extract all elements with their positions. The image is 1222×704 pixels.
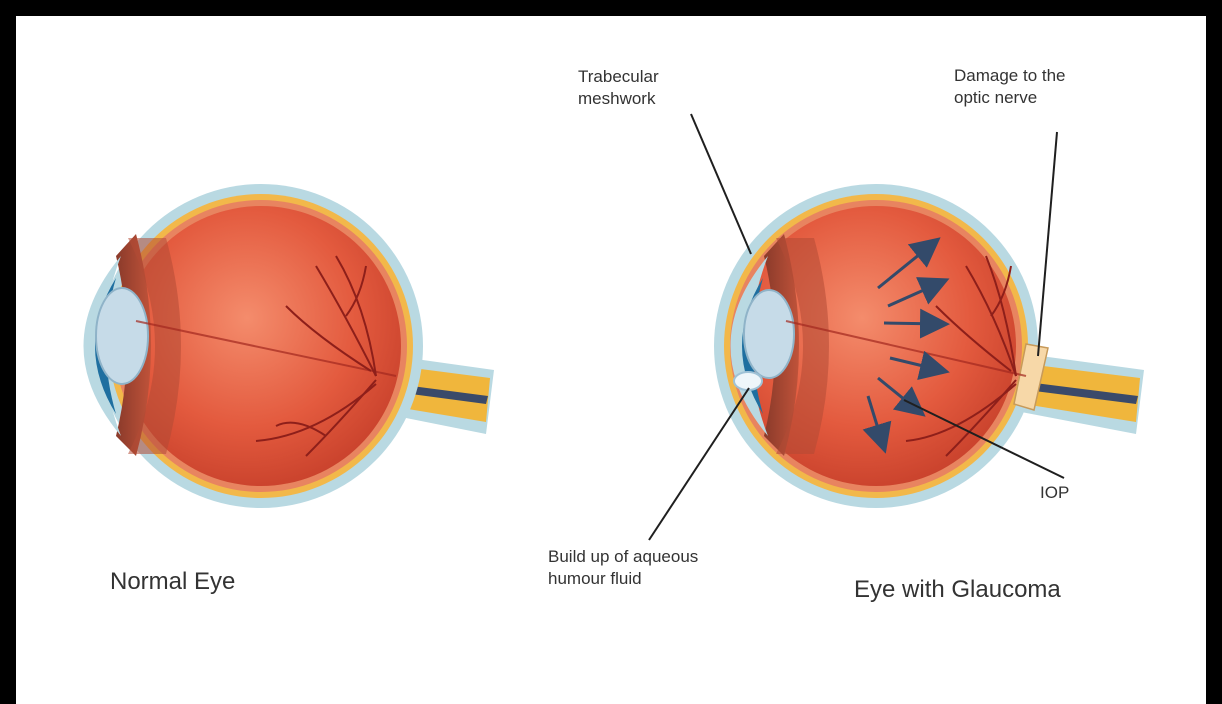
diagram-panel: Trabecular meshwork Damage to the optic … [16, 16, 1206, 704]
optic-damage-pointer [1038, 132, 1057, 356]
aqueous-label-line1: Build up of aqueous [548, 546, 698, 568]
aqueous-pointer [649, 388, 749, 540]
glaucoma-eye-caption: Eye with Glaucoma [854, 576, 1061, 604]
normal-eye-caption: Normal Eye [110, 568, 235, 596]
optic-damage-label-line1: Damage to the [954, 65, 1066, 87]
aqueous-label: Build up of aqueous humour fluid [548, 546, 698, 590]
glaucoma-eye [649, 114, 1144, 540]
trabecular-pointer [691, 114, 751, 254]
normal-eye [84, 184, 495, 508]
lens [96, 288, 148, 384]
optic-damage-label-line2: optic nerve [954, 87, 1066, 109]
iop-label: IOP [1040, 482, 1069, 504]
optic-damage-label: Damage to the optic nerve [954, 65, 1066, 109]
aqueous-label-line2: humour fluid [548, 568, 698, 590]
aqueous-fluid [734, 372, 762, 390]
trabecular-label-line1: Trabecular [578, 66, 659, 88]
trabecular-label: Trabecular meshwork [578, 66, 659, 110]
trabecular-label-line2: meshwork [578, 88, 659, 110]
